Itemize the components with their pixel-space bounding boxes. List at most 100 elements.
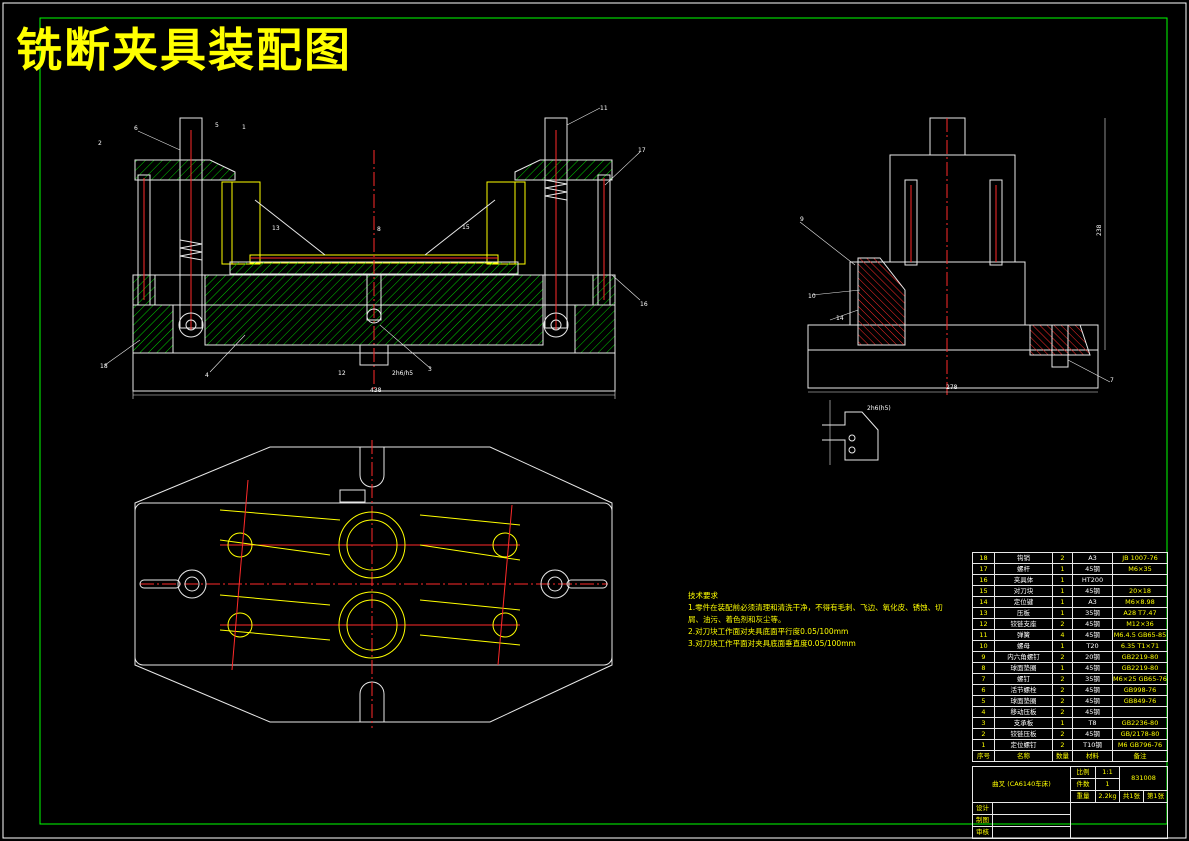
part-name: 曲叉 (CA6140车床): [972, 766, 1071, 803]
parts-cell-name: 螺钉: [994, 673, 1053, 685]
count-value: 1: [1095, 778, 1120, 791]
parts-cell-qty: 2: [1052, 651, 1073, 663]
parts-cell-material: 45钢: [1072, 629, 1113, 641]
parts-cell-no: 16: [972, 574, 995, 586]
balloon-18: 18: [100, 363, 108, 370]
parts-cell-qty: 1: [1052, 574, 1073, 586]
count-label: 件数: [1070, 778, 1096, 791]
parts-cell-material: 35钢: [1072, 673, 1113, 685]
balloon-5: 5: [215, 122, 219, 129]
parts-cell-no: 2: [972, 728, 995, 740]
parts-cell-qty: 2: [1052, 552, 1073, 564]
balloon-13: 13: [272, 225, 280, 232]
gauge-fit-label: 2h6/h5: [392, 370, 413, 377]
front-view: 438 6 5 1 2 11 17 13 8 15 18 16 4 12 3 2…: [98, 105, 648, 399]
parts-cell-no: 4: [972, 706, 995, 718]
parts-cell-material: 35钢: [1072, 607, 1113, 619]
parts-cell-name: 支承板: [994, 717, 1053, 729]
sheet-info: 共1张: [1119, 790, 1144, 803]
drawing-number: 831008: [1118, 766, 1169, 791]
title-block: 曲叉 (CA6140车床) 比例 1:1 831008 件数 1 重量 2.2k…: [972, 766, 1169, 839]
reviewer-label: 审核: [972, 826, 993, 839]
balloon-9: 9: [800, 216, 804, 223]
parts-cell-note: M6×8.98: [1112, 596, 1168, 608]
requirement-line: 3.对刀块工作平面对夹具底面垂直度0.05/100mm: [688, 639, 856, 648]
balloon-6: 6: [134, 125, 138, 132]
parts-cell-no: 7: [972, 673, 995, 685]
parts-cell-name: 对刀块: [994, 585, 1053, 597]
parts-cell-no: 11: [972, 629, 995, 641]
parts-cell-material: 45钢: [1072, 728, 1113, 740]
detail-view: 2h6(h5): [822, 400, 891, 465]
parts-cell-no: 8: [972, 662, 995, 674]
balloon-12: 12: [338, 370, 346, 377]
balloon-15: 15: [462, 224, 470, 231]
parts-cell-no: 5: [972, 695, 995, 707]
parts-cell-name: 铰链支座: [994, 618, 1053, 630]
balloon-8: 8: [377, 226, 381, 233]
parts-cell-material: HT200: [1072, 574, 1113, 586]
parts-cell-no: 15: [972, 585, 995, 597]
parts-cell-qty: 4: [1052, 629, 1073, 641]
parts-header-row: 序号 名称 数量 材料 备注: [972, 750, 1168, 762]
balloon-2: 2: [98, 140, 102, 147]
parts-cell-note: GB2219-80: [1112, 662, 1168, 674]
parts-cell-no: 9: [972, 651, 995, 663]
detail-gauge-label: 2h6(h5): [867, 405, 891, 412]
parts-cell-name: 定位键: [994, 596, 1053, 608]
requirement-line: 屑、油污、着色剂和灰尘等。: [688, 615, 786, 624]
parts-cell-qty: 2: [1052, 673, 1073, 685]
parts-cell-note: GB2236-80: [1112, 717, 1168, 729]
header-name: 名称: [994, 750, 1053, 762]
parts-cell-no: 1: [972, 739, 995, 751]
drawing-frame: [39, 17, 1168, 825]
parts-cell-material: 45钢: [1072, 585, 1113, 597]
parts-cell-name: 压板: [994, 607, 1053, 619]
parts-cell-no: 3: [972, 717, 995, 729]
parts-cell-note: M6×25 GB65-76: [1112, 673, 1168, 685]
technical-requirements: 技术要求 1.零件在装配前必须清理和清洗干净，不得有毛刺、飞边、氧化皮、锈蚀、切…: [688, 590, 943, 650]
balloon-7: 7: [1110, 377, 1114, 384]
parts-cell-material: 45钢: [1072, 662, 1113, 674]
parts-cell-note: A28 T7.47: [1112, 607, 1168, 619]
parts-cell-qty: 2: [1052, 739, 1073, 751]
parts-cell-name: 球面垫圈: [994, 662, 1053, 674]
parts-cell-material: 45钢: [1072, 563, 1113, 575]
parts-cell-note: GB998-76: [1112, 684, 1168, 696]
weight-value: 2.2kg: [1095, 790, 1120, 803]
requirement-line: 1.零件在装配前必须清理和清洗干净，不得有毛刺、飞边、氧化皮、锈蚀、切: [688, 603, 943, 612]
scale-label: 比例: [1070, 766, 1096, 779]
parts-cell-material: 45钢: [1072, 706, 1113, 718]
parts-cell-qty: 1: [1052, 563, 1073, 575]
parts-cell-qty: 1: [1052, 662, 1073, 674]
parts-cell-qty: 2: [1052, 618, 1073, 630]
parts-cell-name: 移动压板: [994, 706, 1053, 718]
parts-cell-note: M6.4.5 GB65-85: [1112, 629, 1168, 641]
balloon-11: 11: [600, 105, 608, 112]
parts-cell-qty: 1: [1052, 585, 1073, 597]
parts-cell-note: 20×18: [1112, 585, 1168, 597]
side-width-dimension: 278: [946, 384, 958, 391]
plan-view: [134, 440, 613, 728]
parts-cell-name: 螺杆: [994, 563, 1053, 575]
balloon-16: 16: [640, 301, 648, 308]
scale-value: 1:1: [1095, 766, 1120, 779]
parts-cell-no: 12: [972, 618, 995, 630]
parts-cell-name: 弹簧: [994, 629, 1053, 641]
parts-cell-material: 45钢: [1072, 684, 1113, 696]
parts-cell-material: A3: [1072, 552, 1113, 564]
parts-cell-material: 45钢: [1072, 695, 1113, 707]
